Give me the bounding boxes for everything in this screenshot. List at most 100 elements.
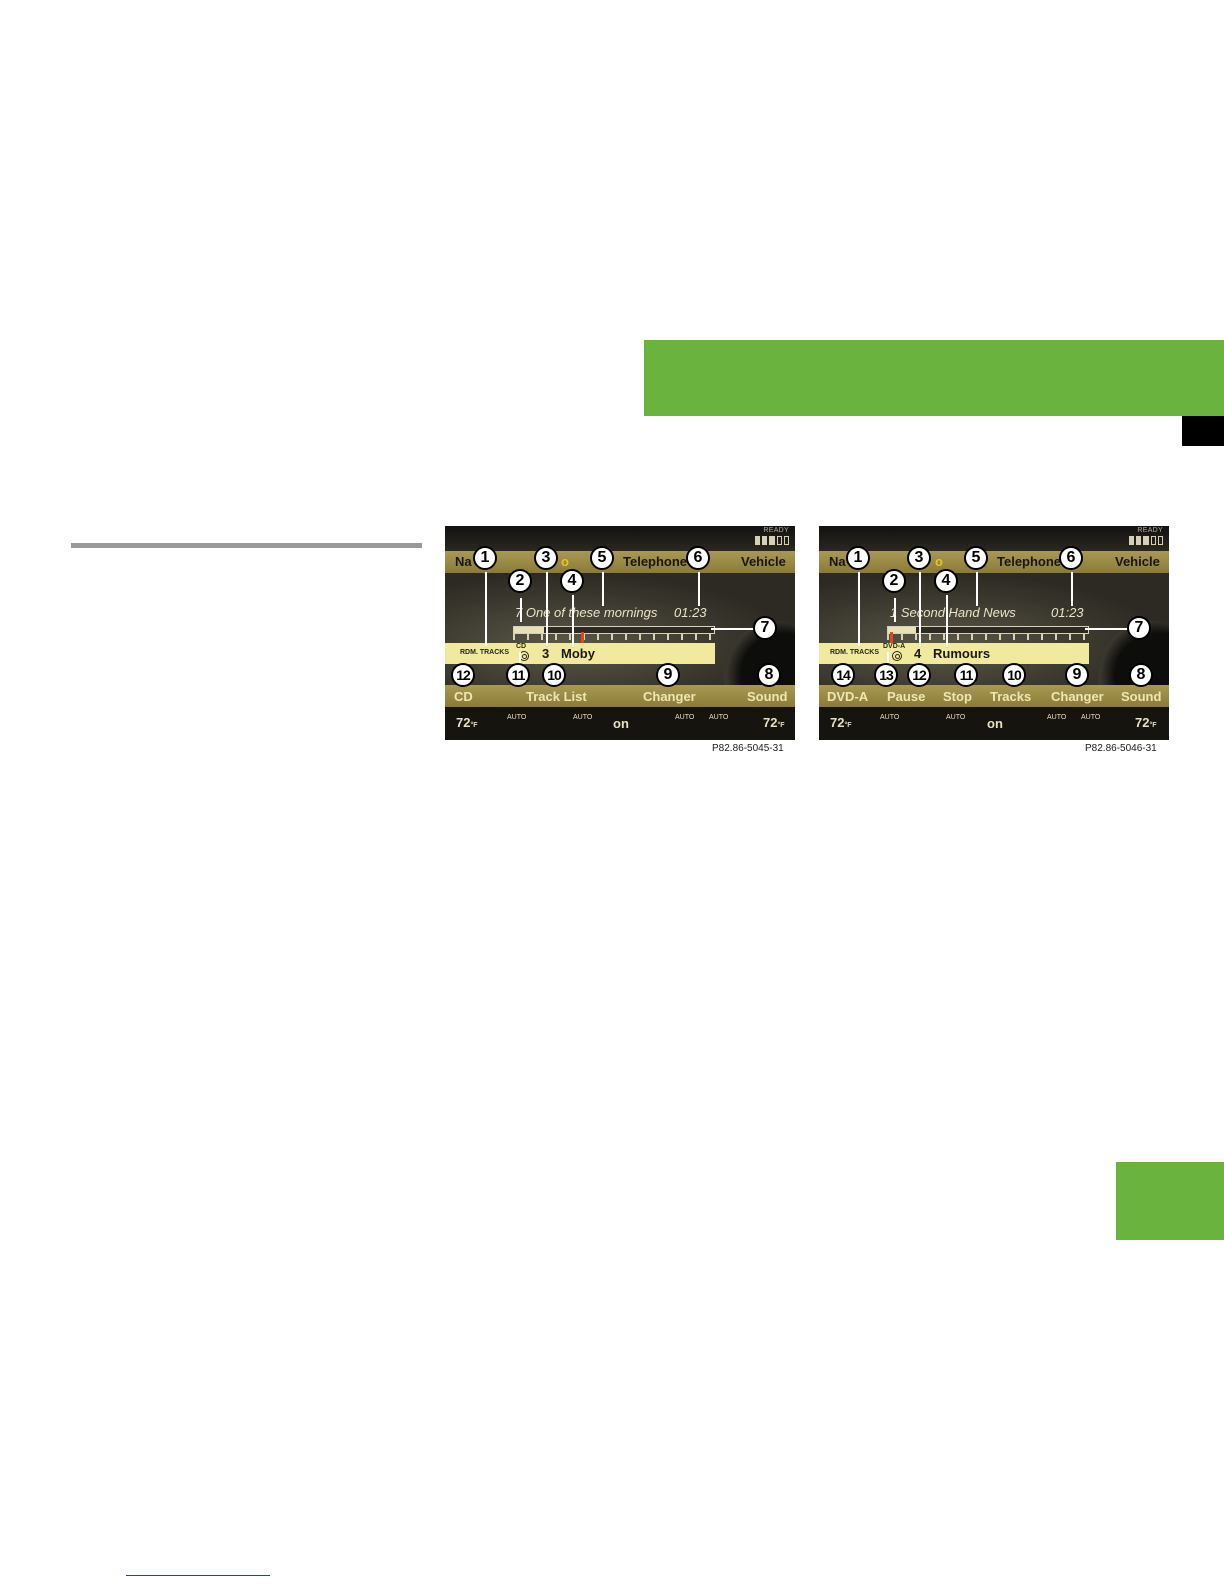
menu-item-telephone[interactable]: Telephone — [997, 554, 1062, 569]
track-title: 7 One of these mornings — [515, 605, 658, 620]
submenu-pause[interactable]: Pause — [887, 689, 926, 704]
callout-11: 11 — [954, 663, 978, 687]
leader-line — [976, 572, 978, 606]
leader-line — [520, 598, 522, 622]
main-menu-bar: Na o Telephone Vehicle — [445, 551, 795, 573]
callout-2: 2 — [508, 569, 532, 593]
menu-item-navi[interactable]: Na — [455, 554, 472, 569]
callout-1: 1 — [473, 546, 497, 570]
progress-ticks — [887, 634, 1087, 640]
status-strip: READY — [445, 526, 795, 551]
callout-2: 2 — [882, 569, 906, 593]
callout-9: 9 — [656, 663, 680, 687]
callout-10: 10 — [1002, 663, 1026, 687]
album-name: Moby — [561, 646, 595, 661]
disc-icon — [892, 651, 902, 661]
callout-11: 11 — [506, 663, 530, 687]
callout-8: 8 — [757, 663, 781, 687]
auto-airflow-left: AUTO — [880, 714, 900, 721]
footer-link-rule — [126, 1575, 270, 1576]
leader-line — [894, 598, 896, 622]
medium-label: DVD-A — [883, 643, 906, 650]
figure-code: P82.86-5045-31 — [712, 743, 784, 754]
callout-12: 12 — [451, 663, 475, 687]
signal-bars-icon — [755, 536, 790, 545]
medium-label: CD — [516, 643, 527, 650]
submenu-track-list[interactable]: Track List — [526, 689, 587, 704]
track-number: 3 — [542, 646, 550, 661]
submenu-changer[interactable]: Changer — [1051, 689, 1104, 704]
ready-label: READY — [1137, 527, 1163, 534]
auto-fan-right: AUTO — [675, 714, 695, 721]
callout-14: 14 — [831, 663, 855, 687]
auto-fan-left: AUTO — [573, 714, 593, 721]
menu-item-audio[interactable]: o — [935, 554, 943, 569]
callout-7: 7 — [753, 616, 777, 640]
chapter-header-band — [644, 340, 1224, 416]
temp-right: 72°F — [1135, 715, 1157, 730]
leader-line — [572, 595, 574, 647]
leader-line — [485, 572, 487, 646]
menu-item-vehicle[interactable]: Vehicle — [1115, 554, 1160, 569]
cd-mode-display: READY Na o Telephone Vehicle 7 One of th… — [445, 526, 795, 740]
callout-3: 3 — [907, 546, 931, 570]
callout-7: 7 — [1127, 616, 1151, 640]
track-time: 01:23 — [674, 605, 707, 620]
submenu-tracks[interactable]: Tracks — [990, 689, 1032, 704]
leader-line — [858, 572, 860, 646]
menu-item-telephone[interactable]: Telephone — [623, 554, 688, 569]
leader-line — [1071, 572, 1073, 606]
status-strip: READY — [819, 526, 1169, 551]
leader-line — [602, 572, 604, 606]
callout-4: 4 — [560, 569, 584, 593]
leader-line — [519, 652, 521, 664]
sub-menu-bar: CD Track List Changer Sound — [445, 685, 795, 707]
ready-label: READY — [763, 527, 789, 534]
callout-1: 1 — [846, 546, 870, 570]
callout-6: 6 — [686, 546, 710, 570]
menu-item-navi[interactable]: Na — [829, 554, 846, 569]
submenu-changer[interactable]: Changer — [643, 689, 696, 704]
leader-line — [546, 572, 548, 646]
leader-line — [1085, 628, 1129, 630]
figure-code: P82.86-5046-31 — [1085, 743, 1157, 754]
callout-5: 5 — [964, 546, 988, 570]
submenu-cd[interactable]: CD — [454, 689, 473, 704]
callout-9: 9 — [1065, 663, 1089, 687]
main-menu-bar: Na o Telephone Vehicle — [819, 551, 1169, 573]
progress-bar — [887, 626, 1089, 634]
progress-bar — [513, 626, 715, 634]
leader-line — [887, 652, 889, 664]
callout-10: 10 — [542, 663, 566, 687]
sub-menu-bar: DVD-A Pause Stop Tracks Changer Sound — [819, 685, 1169, 707]
menu-item-audio[interactable]: o — [561, 554, 569, 569]
auto-fan-right: AUTO — [1047, 714, 1067, 721]
leader-line — [946, 595, 948, 647]
climate-state: on — [613, 716, 629, 731]
submenu-stop[interactable]: Stop — [943, 689, 972, 704]
leader-line — [711, 628, 755, 630]
dvd-audio-mode-display: READY Na o Telephone Vehicle 1 Second Ha… — [819, 526, 1169, 740]
track-number: 4 — [914, 646, 922, 661]
auto-airflow-left: AUTO — [507, 714, 527, 721]
callout-12: 12 — [907, 663, 931, 687]
media-info-bar: RDM. TRACKS DVD-A 4 Rumours — [819, 643, 1089, 664]
climate-bar: 72°F AUTO AUTO on AUTO AUTO 72°F — [445, 707, 795, 740]
track-title: 1 Second Hand News — [890, 605, 1016, 620]
climate-bar: 72°F AUTO AUTO on AUTO AUTO 72°F — [819, 707, 1169, 740]
section-rule — [71, 543, 422, 548]
submenu-dvd-a[interactable]: DVD-A — [827, 689, 869, 704]
callout-5: 5 — [590, 546, 614, 570]
submenu-sound[interactable]: Sound — [1121, 689, 1162, 704]
signal-bars-icon — [1129, 536, 1164, 545]
menu-item-vehicle[interactable]: Vehicle — [741, 554, 786, 569]
climate-state: on — [987, 716, 1003, 731]
temp-right: 72°F — [763, 715, 785, 730]
temp-left: 72°F — [830, 715, 852, 730]
auto-airflow-right: AUTO — [709, 714, 729, 721]
submenu-sound[interactable]: Sound — [747, 689, 788, 704]
auto-airflow-right: AUTO — [1081, 714, 1101, 721]
random-tracks-label: RDM. TRACKS — [460, 649, 509, 656]
callout-3: 3 — [534, 546, 558, 570]
chapter-marker — [1182, 416, 1224, 446]
